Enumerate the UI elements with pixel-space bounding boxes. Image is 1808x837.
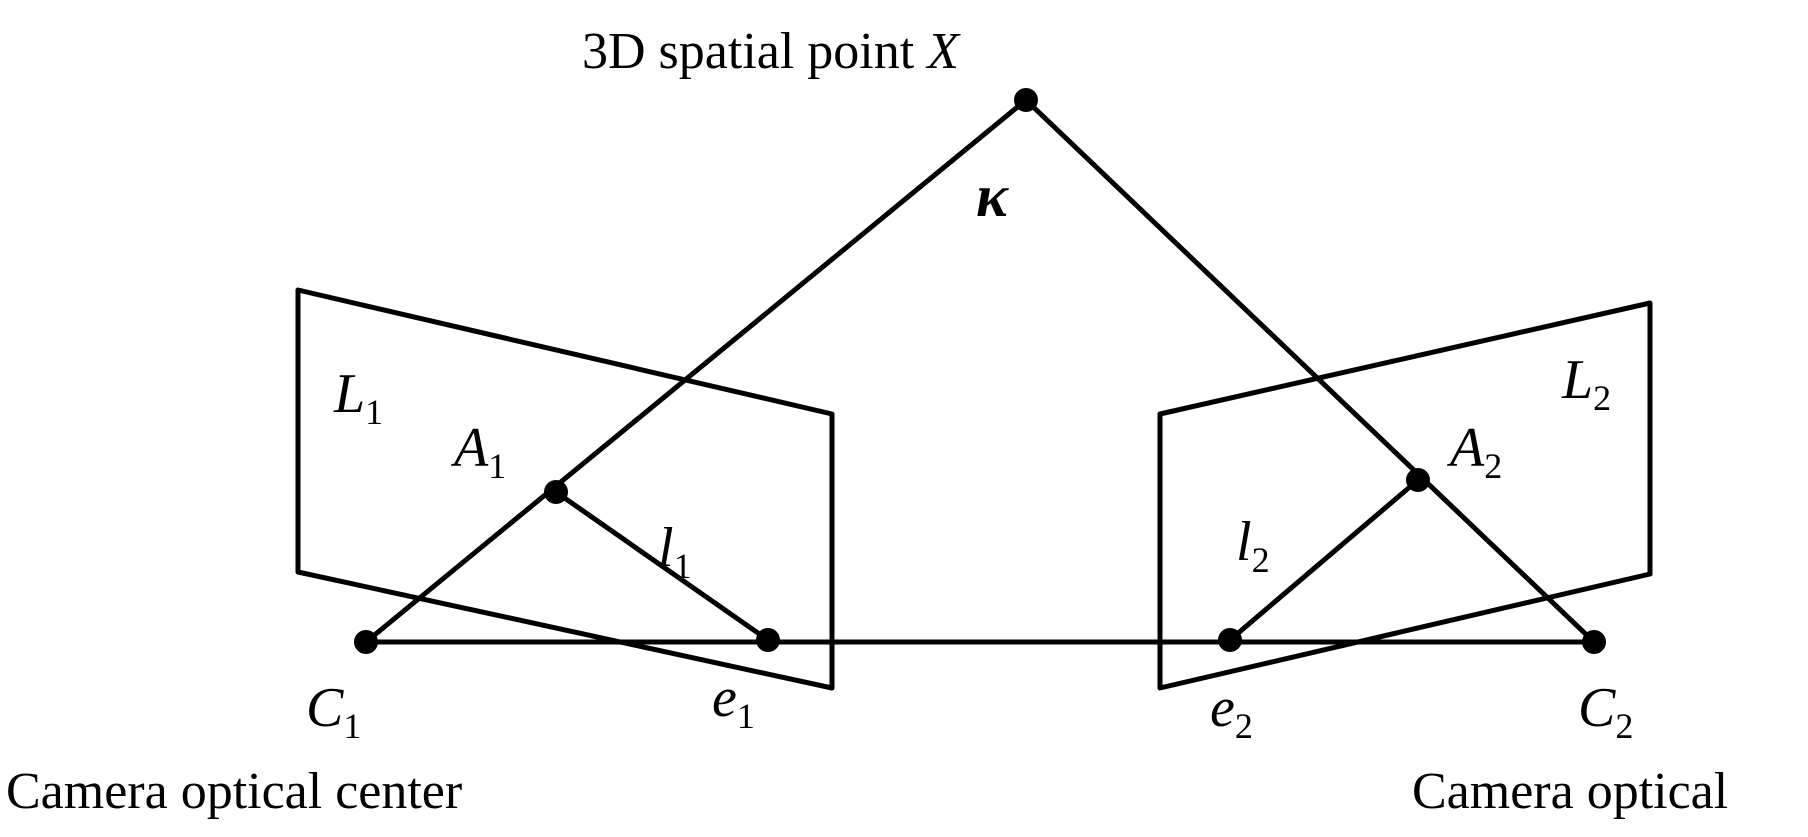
label-c1: C1 [306,677,361,746]
kappa-symbol: κ [976,163,1009,229]
plane-label-l1: L1 [333,363,383,432]
title-prefix: 3D spatial point [582,23,927,80]
title-var: X [925,23,961,80]
caption-left: Camera optical center [6,763,462,820]
point-x [1014,88,1038,112]
title-label: 3D spatial point X [582,23,961,80]
point-c1 [354,630,378,654]
point-c2 [1582,630,1606,654]
point-a2 [1406,468,1430,492]
label-a1: A1 [450,417,506,486]
label-l1: l1 [658,517,692,586]
epipolar-line-l2 [1227,477,1421,643]
label-e1: e1 [712,667,755,736]
point-a1 [544,480,568,504]
point-e1 [756,628,780,652]
label-l2: l2 [1236,511,1270,580]
ray-c1-x [363,97,1029,645]
ray-x-c2 [1023,97,1597,645]
caption-right: Camera optical [1412,763,1728,820]
point-e2 [1218,628,1242,652]
label-a2: A2 [1446,417,1502,486]
plane-label-l2: L2 [1561,349,1611,418]
label-c2: C2 [1578,677,1633,746]
label-e2: e2 [1210,677,1253,746]
right-image-plane [1157,300,1653,691]
left-image-plane [295,287,835,691]
epipolar-line-l1 [553,489,771,643]
